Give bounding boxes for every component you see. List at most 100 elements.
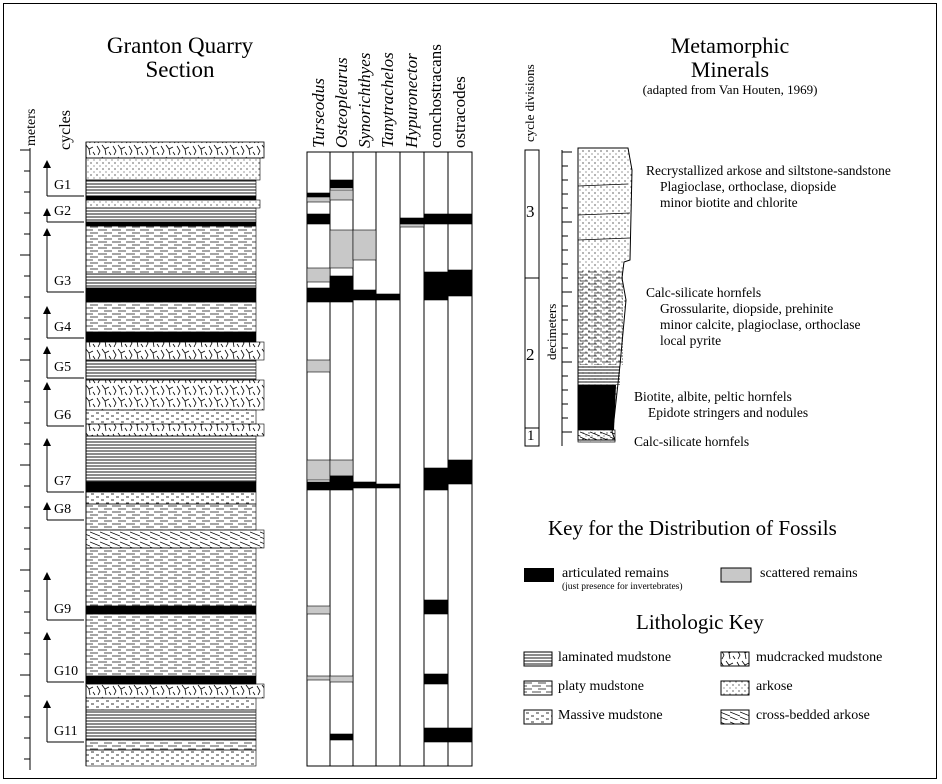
scattered-occurrence bbox=[307, 360, 330, 372]
cycle-arrowhead bbox=[43, 306, 51, 314]
lithologic-key-title: Lithologic Key bbox=[636, 610, 764, 635]
scattered-occurrence bbox=[330, 460, 353, 476]
litho-layer bbox=[86, 274, 256, 288]
litho-layer bbox=[86, 504, 256, 530]
laminated-mudstone-label: laminated mudstone bbox=[558, 650, 671, 666]
cycle-arrows bbox=[43, 160, 84, 742]
zone-detail: Epidote stringers and nodules bbox=[634, 405, 808, 421]
cycle-arrowhead bbox=[43, 632, 51, 640]
taxon-header: Turseodus bbox=[309, 78, 329, 148]
litho-layer bbox=[86, 380, 264, 410]
cycle-arrowhead bbox=[43, 228, 51, 236]
zone-calc-silicate-lower: Calc-silicate hornfels bbox=[634, 434, 749, 450]
articulated-occurrence bbox=[424, 728, 448, 742]
cycle-arrowhead bbox=[43, 382, 51, 390]
taxon-header: ostracodes bbox=[450, 76, 470, 148]
scattered-occurrence bbox=[307, 676, 330, 680]
litho-layer bbox=[86, 226, 256, 274]
scattered-occurrence bbox=[353, 230, 376, 260]
litho-layer bbox=[86, 342, 264, 360]
cycle-division-bar bbox=[525, 150, 539, 446]
metamorphic-title-line2: Minerals bbox=[620, 58, 840, 82]
cycle-divisions-axis-label: cycle divisions bbox=[522, 64, 538, 142]
litho-layer bbox=[86, 606, 256, 614]
litho-layer bbox=[86, 208, 256, 222]
arkose-swatch bbox=[721, 681, 749, 695]
zone-detail: minor calcite, plagioclase, orthoclase bbox=[646, 317, 861, 333]
articulated-occurrence bbox=[448, 728, 472, 742]
taxon-header: Tanytrachelos bbox=[378, 52, 398, 148]
scattered-occurrence bbox=[307, 197, 330, 202]
taxon-header: Synorichthyes bbox=[355, 53, 375, 148]
litho-layer bbox=[86, 698, 256, 710]
litho-layer bbox=[86, 332, 256, 342]
articulated-occurrence bbox=[424, 468, 448, 490]
litho-layer bbox=[86, 288, 256, 302]
cycle-label: G1 bbox=[54, 178, 71, 194]
articulated-occurrence bbox=[376, 484, 400, 488]
biotite-hornfels-band bbox=[578, 385, 616, 430]
articulated-occurrence bbox=[424, 214, 448, 224]
litho-layer bbox=[86, 530, 264, 548]
scattered-occurrence bbox=[400, 224, 424, 227]
litho-layer bbox=[86, 158, 260, 180]
decimeters-axis-label: decimeters bbox=[544, 304, 560, 360]
litho-layer bbox=[86, 200, 260, 208]
zone-detail: Plagioclase, orthoclase, diopside bbox=[646, 179, 891, 195]
cycle-label: G7 bbox=[54, 474, 71, 490]
cross-bedded-arkose-label: cross-bedded arkose bbox=[756, 708, 870, 724]
cycle-label: G11 bbox=[54, 724, 78, 740]
articulated-occurrence bbox=[424, 600, 448, 614]
platy-mudstone-label: platy mudstone bbox=[558, 679, 644, 695]
zone-title: Calc-silicate hornfels bbox=[646, 285, 861, 301]
articulated-occurrence bbox=[424, 272, 448, 300]
litho-layer bbox=[86, 436, 256, 482]
laminated-mudstone-swatch bbox=[524, 652, 552, 666]
cycle-arrowhead bbox=[43, 572, 51, 580]
articulated-occurrence bbox=[424, 674, 448, 684]
metamorphic-title-line1: Metamorphic bbox=[620, 34, 840, 58]
meters-axis bbox=[20, 148, 30, 770]
zone-biotite-hornfels: Biotite, albite, peltic hornfels Epidote… bbox=[634, 389, 808, 421]
zone-calc-silicate-upper: Calc-silicate hornfels Grossularite, dio… bbox=[646, 285, 861, 349]
cycle-label: G8 bbox=[54, 502, 71, 518]
articulated-occurrence bbox=[330, 734, 353, 740]
litho-layer bbox=[86, 750, 256, 766]
cycle-arrowhead bbox=[43, 438, 51, 446]
litho-layer bbox=[86, 740, 256, 750]
division-1-label: 1 bbox=[527, 428, 535, 445]
zone-title: Biotite, albite, peltic hornfels bbox=[634, 389, 808, 405]
scattered-swatch bbox=[721, 568, 751, 582]
articulated-occurrence bbox=[400, 218, 424, 224]
division-3-label: 3 bbox=[526, 202, 535, 222]
zone-recrystallized-arkose: Recrystallized arkose and siltstone-sand… bbox=[646, 163, 891, 211]
scattered-occurrence bbox=[307, 606, 330, 614]
scattered-occurrence bbox=[330, 230, 353, 268]
litho-layer bbox=[86, 614, 256, 676]
litho-layer bbox=[86, 222, 256, 226]
litho-layer bbox=[86, 360, 256, 380]
zone-detail: minor biotite and chlorite bbox=[646, 195, 891, 211]
articulated-occurrence bbox=[330, 476, 353, 490]
litho-layer bbox=[86, 676, 256, 684]
massive-mudstone-swatch bbox=[524, 710, 552, 724]
litho-layer bbox=[86, 710, 256, 740]
fossil-key-title: Key for the Distribution of Fossils bbox=[548, 516, 837, 541]
mudcrack-top bbox=[86, 142, 264, 158]
cycle-arrowhead bbox=[43, 700, 51, 708]
cycle-label: G5 bbox=[54, 360, 71, 376]
articulated-occurrence bbox=[448, 214, 472, 224]
arkose-label: arkose bbox=[756, 679, 793, 695]
fossil-distribution bbox=[307, 152, 472, 766]
cycle-label: G2 bbox=[54, 204, 71, 220]
articulated-occurrence bbox=[448, 270, 472, 296]
litho-layer bbox=[86, 180, 256, 196]
zone-detail: local pyrite bbox=[646, 333, 861, 349]
mudcracked-mudstone-swatch bbox=[721, 652, 749, 666]
litho-layer bbox=[86, 424, 264, 436]
litho-layer bbox=[86, 302, 256, 332]
litho-layer bbox=[86, 410, 256, 424]
metamorphic-section bbox=[525, 148, 632, 446]
articulated-occurrence bbox=[330, 276, 353, 302]
litho-layer bbox=[86, 684, 264, 698]
